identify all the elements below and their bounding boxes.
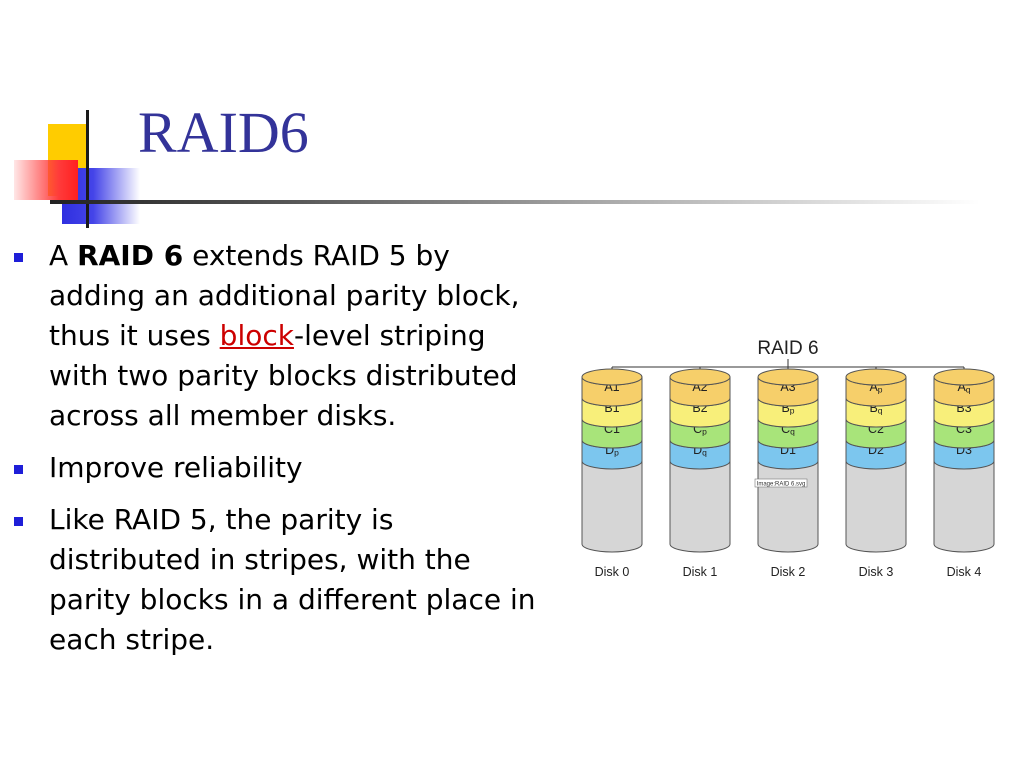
- diagram-title: RAID 6: [757, 338, 818, 359]
- bullet-marker-icon: [14, 517, 23, 526]
- disk-body: [581, 460, 643, 553]
- disk-top-cap: [669, 368, 731, 386]
- disk-label: Disk 2: [771, 565, 806, 579]
- bullet-text: Like RAID 5, the parity is distributed i…: [49, 503, 536, 656]
- logo-vertical-line: [86, 110, 89, 228]
- bullet-text: -level striping with two parity blocks d…: [49, 319, 518, 432]
- block-label: Cp: [693, 422, 707, 437]
- disk-top-cap: [845, 368, 907, 386]
- disk-body: [933, 460, 995, 553]
- disk-top-cap: [581, 368, 643, 386]
- bullet-marker-icon: [14, 253, 23, 262]
- block-link[interactable]: block: [219, 319, 294, 352]
- disk-label: Disk 0: [595, 565, 630, 579]
- block-label: Cq: [781, 422, 795, 437]
- bullet-bold-text: RAID 6: [77, 239, 184, 272]
- block-label: Dp: [605, 443, 619, 458]
- bullet-list: A RAID 6 extends RAID 5 by adding an add…: [14, 236, 544, 672]
- bullet-item: Improve reliability: [14, 448, 544, 488]
- disk-top-cap: [757, 368, 819, 386]
- image-caption: Image:RAID 6.svg: [757, 481, 806, 487]
- bullet-text: Improve reliability: [49, 451, 303, 484]
- block-label: Dq: [693, 443, 707, 458]
- disk-label: Disk 1: [683, 565, 718, 579]
- block-label: Ap: [869, 380, 882, 395]
- slide-title: RAID6: [138, 100, 309, 165]
- disk-body: [669, 460, 731, 553]
- diagram-connectors: [611, 359, 965, 370]
- block-label: Bq: [869, 401, 882, 416]
- disk-body: [845, 460, 907, 553]
- bullet-text: A: [49, 239, 78, 272]
- block-label: Bp: [781, 401, 794, 416]
- disk-body: [757, 460, 819, 553]
- disk-label: Disk 4: [947, 565, 982, 579]
- block-label: Aq: [957, 380, 970, 395]
- bullet-marker-icon: [14, 465, 23, 474]
- disk-top-cap: [933, 368, 995, 386]
- logo-red-square: [14, 160, 78, 200]
- bullet-text: extends RAID 5 by adding an additional p…: [49, 239, 520, 352]
- bullet-item: A RAID 6 extends RAID 5 by adding an add…: [14, 236, 544, 436]
- bullet-item: Like RAID 5, the parity is distributed i…: [14, 500, 544, 660]
- disk-label: Disk 3: [859, 565, 894, 579]
- title-underline-rule: [50, 200, 980, 204]
- slide-logo-decoration: [0, 0, 150, 240]
- image-caption-box: [754, 478, 808, 488]
